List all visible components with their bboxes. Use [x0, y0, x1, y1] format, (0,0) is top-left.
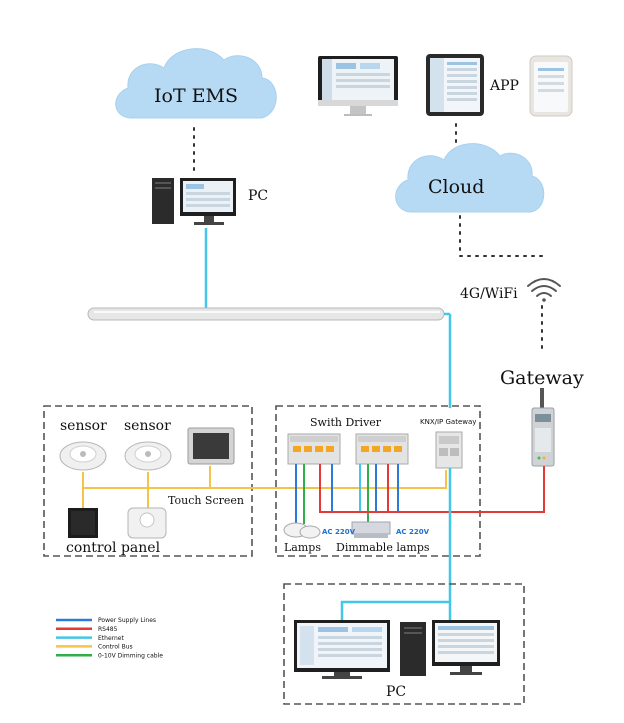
knx-gateway-label: KNX/IP Gateway: [420, 418, 476, 426]
motion-sensor-icon: [127, 507, 167, 539]
pc-bottom-monitor-2-icon: [432, 620, 500, 675]
legend-label: Power Supply Lines: [98, 617, 156, 624]
touch-screen-label: Touch Screen: [168, 494, 244, 507]
app-label: APP: [489, 78, 519, 94]
control-panel-icon: [68, 508, 98, 538]
phone-icon: [529, 55, 573, 117]
rs485-line: [319, 466, 545, 513]
legend-label: Control Bus: [98, 644, 133, 651]
legend-label: Ethernet: [98, 635, 124, 642]
ac-1-label: AC 220V: [322, 528, 356, 536]
desktop-monitor-icon: [318, 56, 398, 116]
sensor-1-label: sensor: [60, 418, 107, 434]
pc-top-icon: [152, 178, 236, 225]
legend-label: RS485: [98, 626, 118, 633]
lamps-icon: [283, 522, 321, 539]
touch-screen-icon: [187, 427, 235, 465]
knx-gateway-icon: [435, 431, 463, 469]
pc-bottom-label: PC: [386, 684, 406, 700]
sensor-2-icon: [124, 441, 172, 471]
iot-ems-label: IoT EMS: [154, 85, 238, 107]
lamps-label: Lamps: [284, 541, 321, 554]
pc-bottom-monitor-icon: [294, 620, 390, 679]
control-bus-lines: [82, 466, 447, 510]
switch-driver-2-icon: [355, 433, 409, 465]
dimmable-lamps-icon: [351, 521, 391, 538]
legend-label: 0-10V Dimming cable: [98, 652, 163, 659]
gateway-label: Gateway: [500, 367, 584, 389]
ethernet-bus-bar: [87, 307, 445, 321]
pc-bottom-tower-icon: [400, 622, 426, 676]
cloud-node: Cloud: [395, 143, 545, 213]
wifi-label: 4G/WiFi: [460, 286, 518, 302]
gateway-device-icon: [531, 388, 555, 467]
sensor-2-label: sensor: [124, 418, 171, 434]
dimmable-lamps-label: Dimmable lamps: [336, 541, 430, 554]
wifi-icon: [527, 278, 561, 302]
tablet-icon: [426, 54, 484, 116]
iot-ems-cloud: IoT EMS: [115, 48, 277, 119]
driver-wiring: [295, 464, 399, 524]
switch-driver-label: Swith Driver: [310, 416, 382, 429]
cloud-label: Cloud: [428, 176, 484, 198]
pc-top-label: PC: [248, 188, 268, 204]
sensor-1-icon: [59, 441, 107, 471]
control-panel-label: control panel: [66, 540, 161, 556]
ac-2-label: AC 220V: [396, 528, 430, 536]
switch-driver-1-icon: [287, 433, 341, 465]
ethernet-bottom: [340, 600, 450, 620]
